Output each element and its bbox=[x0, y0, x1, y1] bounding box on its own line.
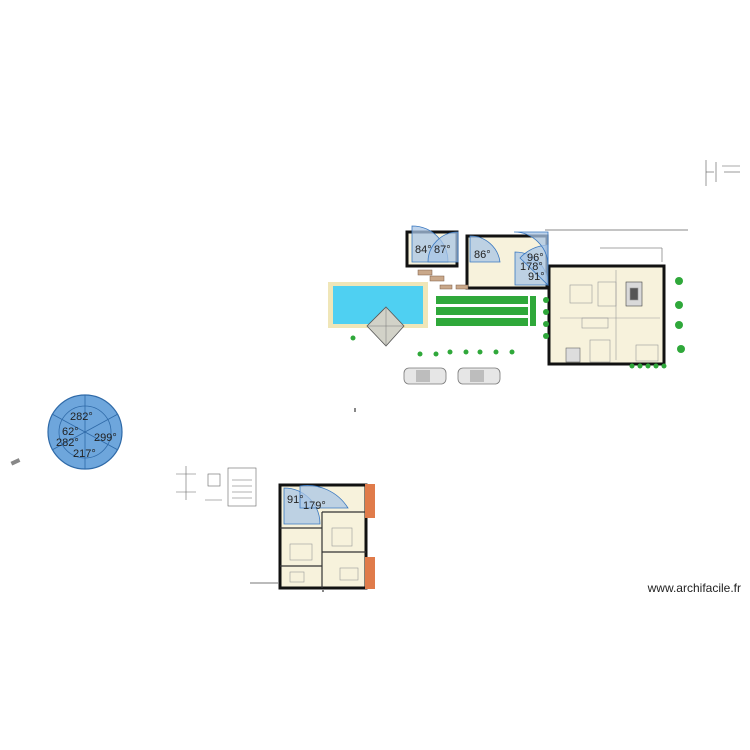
angle-label-84: 84° bbox=[415, 244, 432, 256]
angle-label-87: 87° bbox=[434, 244, 451, 256]
angle-label-178: 178° bbox=[520, 261, 543, 273]
pavilion[interactable] bbox=[366, 306, 405, 347]
compass-angle-2: 62° bbox=[62, 426, 79, 438]
car-left bbox=[403, 367, 447, 385]
angle-label-91: 91° bbox=[528, 271, 545, 283]
angle-label-86: 86° bbox=[474, 249, 491, 261]
compass-angle-5: 217° bbox=[73, 448, 96, 460]
compass-rose[interactable]: 282° 62° 299° 282° 217° bbox=[47, 394, 123, 470]
angle-label-91-bottom: 91° bbox=[287, 494, 304, 506]
watermark: www.archifacile.fr bbox=[647, 581, 741, 595]
door-swings-top[interactable] bbox=[411, 225, 549, 286]
loungers bbox=[417, 269, 469, 290]
stair-sketch bbox=[176, 466, 257, 507]
main-house[interactable] bbox=[547, 264, 666, 366]
shrubs-right bbox=[543, 277, 685, 369]
terrace-accent-top bbox=[365, 484, 375, 518]
upper-site: 84° 87° 86° 96° 178° 91° bbox=[328, 225, 688, 385]
terrace-accent-bottom bbox=[365, 557, 375, 589]
compass-angle-3: 299° bbox=[94, 432, 117, 444]
door-swings-bottom[interactable] bbox=[283, 485, 349, 525]
small-fixture bbox=[10, 458, 21, 466]
lawn bbox=[436, 296, 536, 326]
compass-angle-4: 282° bbox=[56, 437, 79, 449]
compass-angle-1: 282° bbox=[70, 411, 93, 423]
angle-label-179-bottom: 179° bbox=[303, 500, 326, 512]
corner-detail bbox=[705, 160, 740, 186]
car-right bbox=[457, 367, 501, 385]
angle-label-96: 96° bbox=[527, 252, 544, 264]
lower-house: 91° 179° bbox=[250, 483, 375, 590]
